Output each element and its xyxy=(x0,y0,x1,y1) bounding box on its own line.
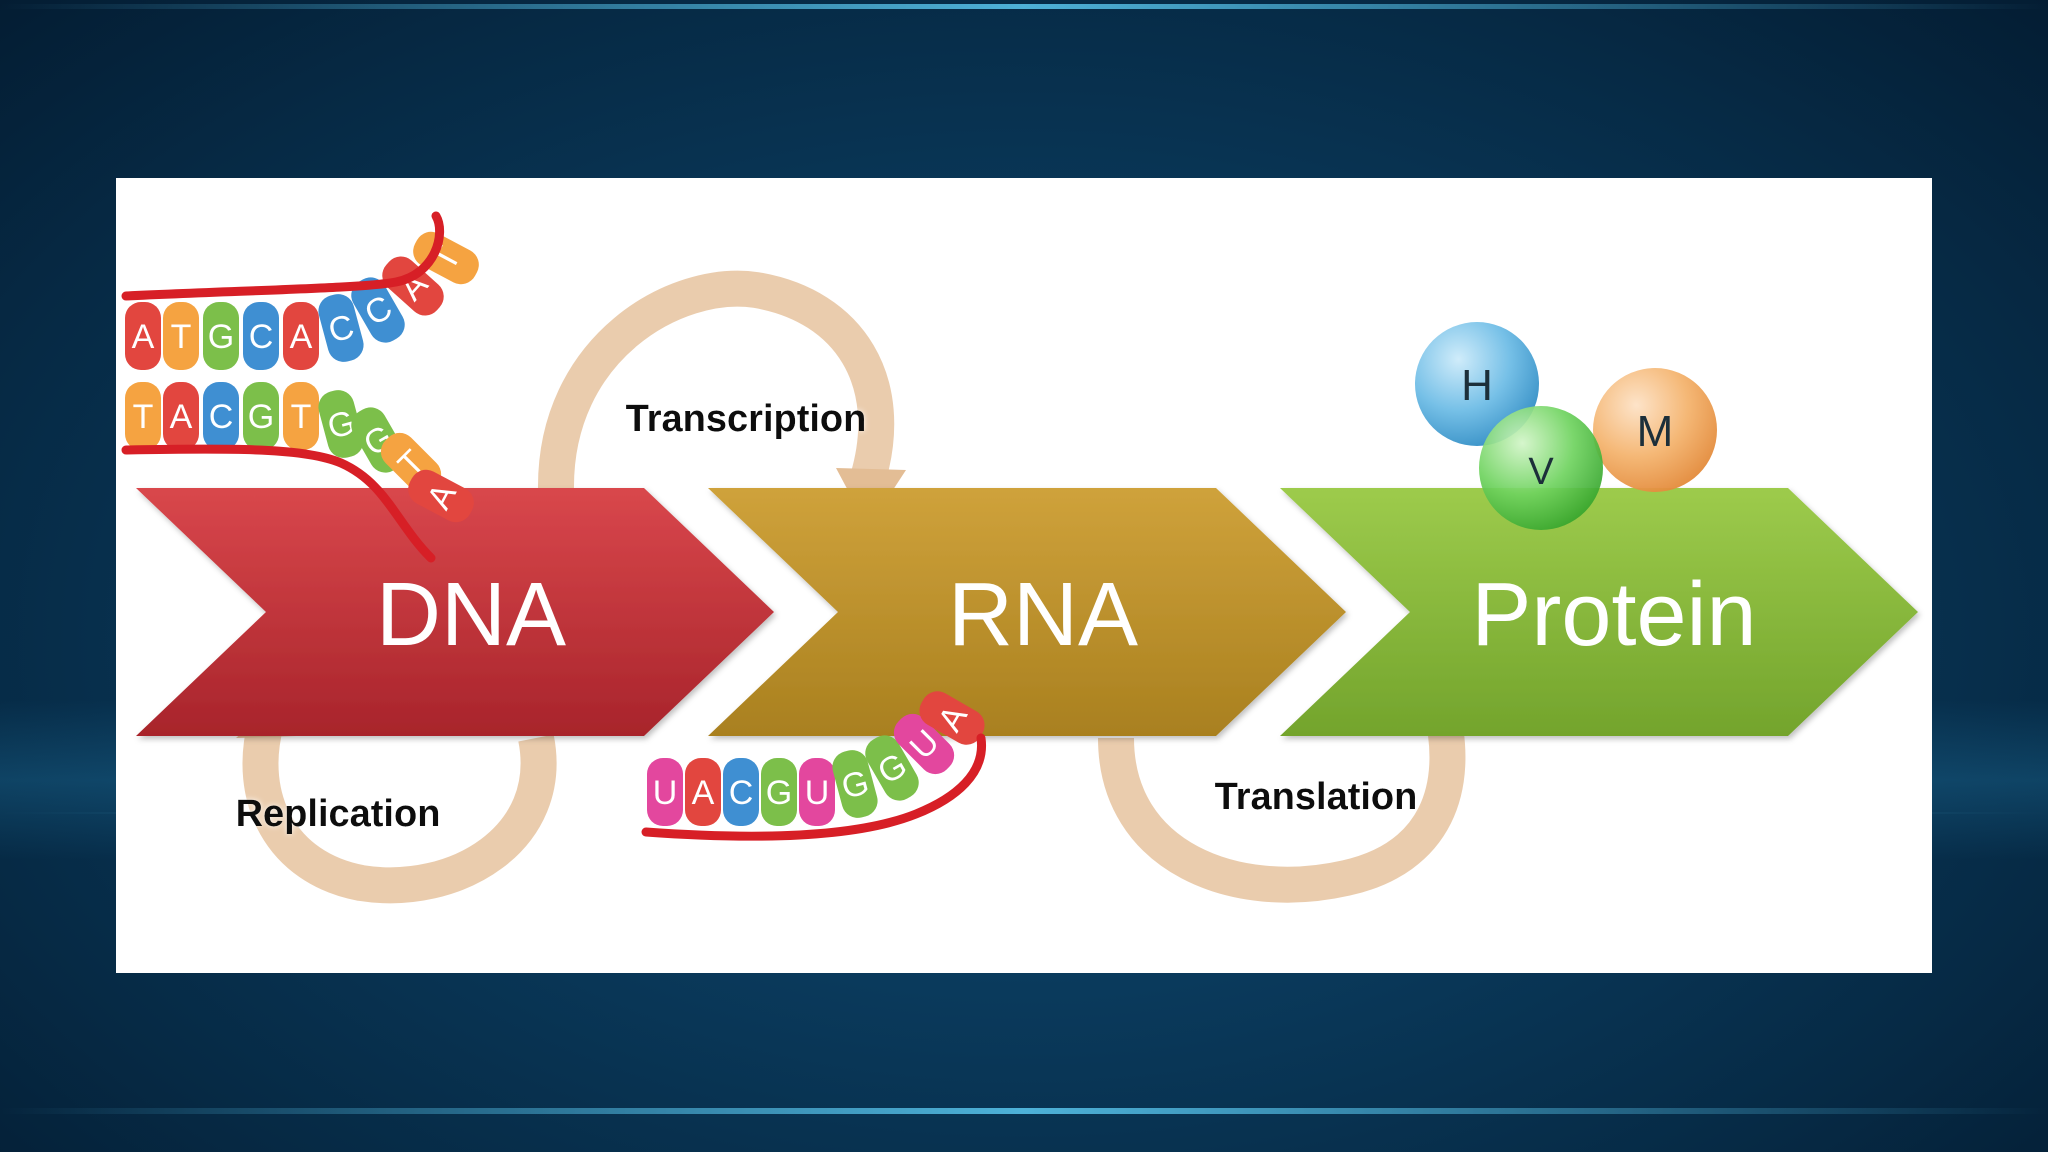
dna-bottom-base: T xyxy=(125,382,161,450)
rna-backbone xyxy=(641,733,987,841)
dna-bottom-base-letter: A xyxy=(170,398,193,436)
light-streak xyxy=(0,4,2048,9)
rna-base-letter: U xyxy=(805,774,830,812)
amino-acid-h: H xyxy=(1415,322,1539,446)
rna-chevron xyxy=(708,488,1346,736)
dna-top-base: T xyxy=(163,302,199,370)
rna-base: C xyxy=(723,758,759,826)
stage-chevrons: DNA RNA Protein xyxy=(136,488,1918,736)
dna-bottom-base-letter: T xyxy=(133,398,154,436)
transcription-label: Transcription xyxy=(626,398,867,440)
dna-top-base: C xyxy=(318,294,364,362)
dna-label: DNA xyxy=(376,565,566,665)
rna-base: U xyxy=(647,758,683,826)
amino-acid-m-label: M xyxy=(1637,407,1674,456)
dna-bottom-base: C xyxy=(203,382,239,450)
rna-base-letter: G xyxy=(766,774,792,812)
protein-label: Protein xyxy=(1471,565,1756,665)
dna-bottom-base: A xyxy=(408,469,474,523)
dna-top-base: G xyxy=(203,302,239,370)
replication-arrow xyxy=(242,718,557,904)
dna-bottom-base-letter: C xyxy=(209,398,234,436)
dna-bottom-backbone xyxy=(121,444,436,563)
amino-acid-v: V xyxy=(1479,406,1603,530)
rna-base-letter: U xyxy=(653,774,678,812)
central-dogma-diagram: DNA RNA Protein Transcription Replicatio… xyxy=(121,211,1918,904)
amino-acid-v-label: V xyxy=(1528,451,1554,493)
dna-top-backbone xyxy=(121,211,445,301)
protein-chevron xyxy=(1280,488,1918,736)
rna-base-letter: A xyxy=(692,774,715,812)
rna-base: A xyxy=(685,758,721,826)
dna-top-base-letter: A xyxy=(132,318,155,356)
amino-acid-chain: H M V xyxy=(1415,322,1717,530)
dna-top-base-letter: G xyxy=(208,318,234,356)
transcription-arrow xyxy=(537,270,895,491)
rna-base-letter: C xyxy=(729,774,754,812)
dna-top-base: A xyxy=(125,302,161,370)
dna-top-base-letter: C xyxy=(249,318,274,356)
light-streak xyxy=(0,1108,2048,1114)
rna-base: G xyxy=(761,758,797,826)
process-labels: Transcription Replication Translation xyxy=(236,398,1418,835)
dna-bottom-base: T xyxy=(283,382,319,450)
dna-bottom-base: G xyxy=(243,382,279,450)
amino-acid-m: M xyxy=(1593,368,1717,492)
dna-top-base-letter: T xyxy=(171,318,192,356)
dna-top-base: C xyxy=(243,302,279,370)
slide-canvas: DNA RNA Protein Transcription Replicatio… xyxy=(116,178,1932,973)
rna-base: G xyxy=(832,750,878,818)
dna-top-base: A xyxy=(283,302,319,370)
translation-label: Translation xyxy=(1215,776,1418,818)
replication-label: Replication xyxy=(236,793,441,835)
rna-label: RNA xyxy=(948,565,1138,665)
rna-base: U xyxy=(799,758,835,826)
amino-acid-h-label: H xyxy=(1461,361,1493,410)
dna-bottom-base: A xyxy=(163,382,199,450)
cycle-arrows xyxy=(236,270,1484,904)
dna-top-base-letter: A xyxy=(290,318,313,356)
dna-bottom-base-letter: T xyxy=(291,398,312,436)
dna-chevron xyxy=(136,488,774,736)
translation-arrow xyxy=(1098,703,1466,903)
dna-bottom-base-letter: G xyxy=(248,398,274,436)
